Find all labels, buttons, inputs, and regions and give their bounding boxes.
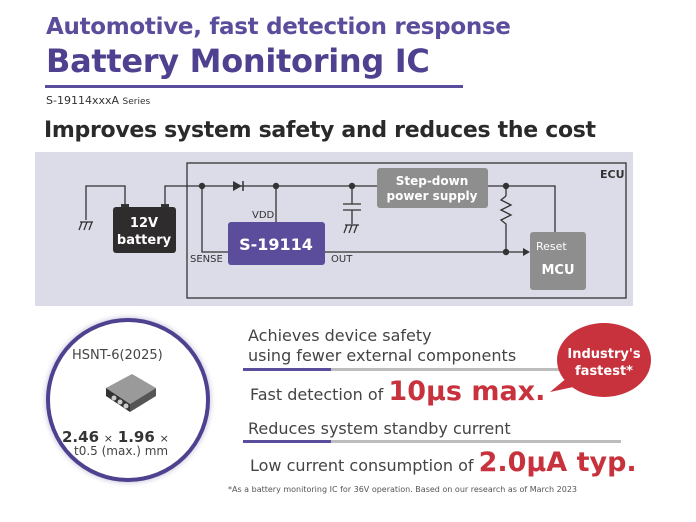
mcu-block	[530, 232, 586, 290]
wire-battery-negative	[85, 185, 126, 220]
dim-a: 2.46	[62, 428, 100, 446]
chip-package-icon	[106, 374, 156, 412]
package-thickness: t0.5 (max.) mm	[74, 444, 169, 458]
page-title: Battery Monitoring IC	[46, 42, 430, 80]
step-down-label-2: power supply	[387, 189, 478, 203]
dim-b: 1.96	[117, 428, 155, 446]
footnote: *As a battery monitoring IC for 36V oper…	[228, 485, 578, 494]
ecu-label: ECU	[600, 168, 625, 181]
title-underline	[45, 85, 463, 88]
reset-arrow-icon	[523, 248, 530, 256]
times-sign: ×	[103, 432, 114, 445]
times-sign: ×	[159, 432, 169, 445]
resistor	[499, 195, 513, 252]
diode-icon	[233, 181, 242, 191]
package-dimensions: 2.46 × 1.96 ×	[62, 428, 169, 446]
series-suffix: Series	[122, 97, 151, 107]
industry-fastest-badge: Industry's fastest*	[550, 323, 651, 397]
reset-label: Reset	[536, 240, 567, 253]
feature1-prefix: Fast detection of	[250, 385, 384, 404]
feature1-value-row: Fast detection of 10μs max.	[250, 376, 545, 407]
step-down-block	[377, 168, 488, 208]
battery-label-2: battery	[117, 233, 172, 248]
series-part: S-19114xxxA	[46, 94, 119, 107]
wire-sense	[201, 186, 228, 253]
feature2-prefix: Low current consumption of	[250, 456, 474, 475]
feature1-line1: Achieves device safety	[248, 326, 432, 345]
feature2-line1: Reduces system standby current	[248, 419, 511, 438]
feature1-value: 10μs max.	[388, 376, 546, 407]
out-label: OUT	[331, 254, 353, 265]
ic-label: S-19114	[239, 235, 313, 254]
mcu-label: MCU	[541, 263, 574, 278]
wire-supply	[164, 185, 377, 206]
headline: Improves system safety and reduces the c…	[44, 118, 596, 143]
ecu-boundary	[186, 162, 627, 299]
circuit-diagram: 12V battery S-19114 VDD SENSE OUT Step-d…	[78, 162, 627, 299]
feature2-value: 2.0μA typ.	[478, 447, 637, 478]
battery-label-1: 12V	[130, 216, 158, 231]
battery-block	[113, 207, 176, 253]
package-name: HSNT-6(2025)	[72, 348, 163, 363]
badge-line1: Industry's	[567, 347, 640, 362]
wire-mcu-supply	[488, 185, 556, 232]
junction-dots	[198, 182, 510, 256]
subtitle: Automotive, fast detection response	[46, 14, 511, 40]
feature1-divider	[243, 368, 621, 371]
feature1-line2: using fewer external components	[248, 346, 517, 365]
feature2-divider	[243, 440, 621, 443]
sense-label: SENSE	[190, 254, 223, 265]
wire-main	[165, 168, 555, 232]
feature2-value-row: Low current consumption of 2.0μA typ.	[250, 447, 637, 478]
series-label: S-19114xxxA Series	[46, 94, 150, 107]
vdd-label: VDD	[252, 210, 275, 221]
ic-block	[228, 222, 325, 265]
step-down-label-1: Step-down	[396, 174, 469, 188]
badge-line2: fastest*	[575, 364, 633, 379]
